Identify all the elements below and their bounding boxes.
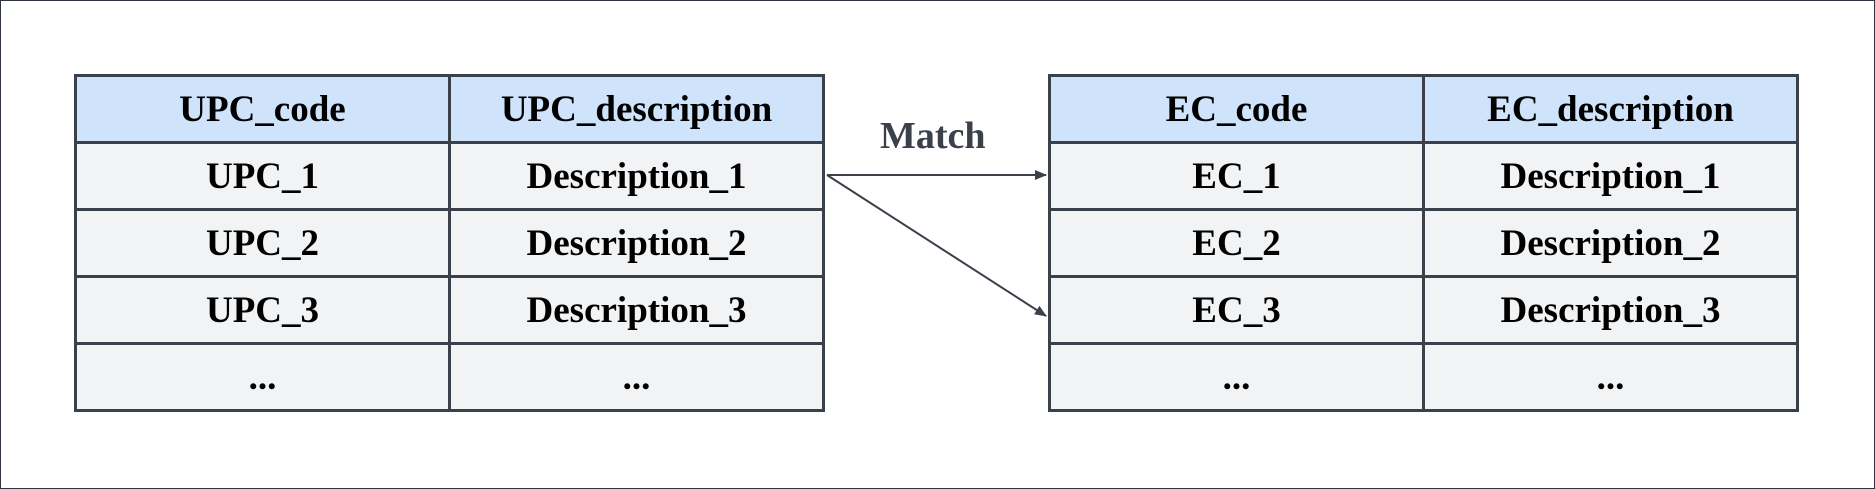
ec-code-cell: EC_1 <box>1048 141 1425 211</box>
upc-code-cell: UPC_2 <box>74 208 451 278</box>
table-header-row: EC_code EC_description <box>1048 74 1799 144</box>
table-row: UPC_3 Description_3 <box>74 275 825 345</box>
upc-code-cell: ... <box>74 342 451 412</box>
table-row: ... ... <box>74 342 825 412</box>
table-row: EC_3 Description_3 <box>1048 275 1799 345</box>
upc-code-cell: UPC_1 <box>74 141 451 211</box>
upc-description-cell: Description_2 <box>448 208 825 278</box>
table-row: UPC_1 Description_1 <box>74 141 825 211</box>
upc-description-cell: Description_3 <box>448 275 825 345</box>
header-cell-upc-code: UPC_code <box>74 74 451 144</box>
table-row: UPC_2 Description_2 <box>74 208 825 278</box>
header-cell-ec-code: EC_code <box>1048 74 1425 144</box>
upc-description-cell: Description_1 <box>448 141 825 211</box>
ec-description-cell: Description_2 <box>1422 208 1799 278</box>
table-row: EC_2 Description_2 <box>1048 208 1799 278</box>
ec-code-cell: EC_3 <box>1048 275 1425 345</box>
upc-table: UPC_code UPC_description UPC_1 Descripti… <box>74 74 825 412</box>
upc-code-cell: UPC_3 <box>74 275 451 345</box>
ec-table: EC_code EC_description EC_1 Description_… <box>1048 74 1799 412</box>
header-cell-ec-description: EC_description <box>1422 74 1799 144</box>
ec-description-cell: Description_1 <box>1422 141 1799 211</box>
table-row: EC_1 Description_1 <box>1048 141 1799 211</box>
table-row: ... ... <box>1048 342 1799 412</box>
ec-code-cell: EC_2 <box>1048 208 1425 278</box>
ec-code-cell: ... <box>1048 342 1425 412</box>
match-label: Match <box>880 115 986 157</box>
ec-description-cell: Description_3 <box>1422 275 1799 345</box>
upc-description-cell: ... <box>448 342 825 412</box>
ec-description-cell: ... <box>1422 342 1799 412</box>
header-cell-upc-description: UPC_description <box>448 74 825 144</box>
table-header-row: UPC_code UPC_description <box>74 74 825 144</box>
